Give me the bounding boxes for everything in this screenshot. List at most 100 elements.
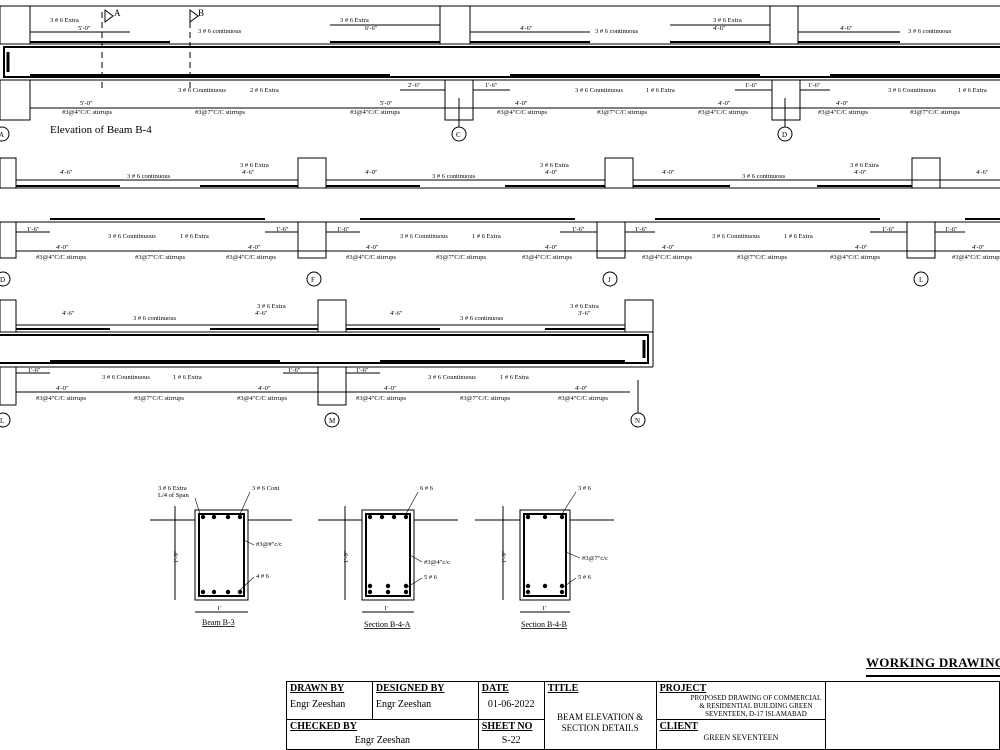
section-depth: 1'-9"	[173, 550, 180, 563]
dim-label: 4'-6"	[840, 25, 853, 32]
label-extra: 3 # 6 Extra	[540, 162, 569, 169]
label-extra: 3 # 6 Extra	[340, 17, 369, 24]
blank-cell	[825, 681, 1000, 750]
label-extra: 3 # 6 Extra	[240, 162, 269, 169]
section-b4b	[475, 506, 614, 613]
checked-by-value: Engr Zeeshan	[354, 735, 411, 746]
date-label: DATE	[481, 683, 509, 694]
section-beam-b3	[150, 506, 292, 613]
label-bottom-continuous: 3 # 6 Countinuous	[712, 233, 760, 240]
label-extra: 3 # 6 Extra	[850, 162, 879, 169]
dim-label: 4'-0"	[855, 244, 868, 251]
project-cell: PROJECT PROPOSED DRAWING OF COMMERCIAL &…	[655, 681, 827, 720]
date-value: 01-06-2022	[487, 699, 535, 710]
title-label: TITLE	[547, 683, 579, 694]
dim-label: 1'-6"	[635, 226, 648, 233]
label-one-extra: 1 # 6 Extra	[646, 87, 675, 94]
dim-label: 1'-6"	[276, 226, 289, 233]
section-stirrup-label: #3@4"c/c	[424, 559, 450, 566]
dim-label: 4'-0"	[365, 169, 378, 176]
label-extra: 3 # 6 Extra	[570, 303, 599, 310]
dim-label: 1'-6"	[485, 82, 498, 89]
section-mark-a: A	[114, 8, 121, 18]
dim-label: 1'-6"	[28, 367, 41, 374]
dim-label: 1'-6"	[745, 82, 758, 89]
title-block: DRAWN BY Engr Zeeshan DESIGNED BY Engr Z…	[286, 681, 1000, 750]
label-continuous: 3 # 6 continuous	[198, 28, 242, 35]
dim-label: 4'-6"	[713, 25, 726, 32]
dim-label: 4'-0"	[545, 244, 558, 251]
section-top-label: 6 # 6	[420, 485, 434, 492]
dim-label: 5'-0"	[78, 25, 91, 32]
dim-label: 4'-6"	[242, 169, 255, 176]
dim-label: 4'-6"	[976, 169, 989, 176]
section-width: 1'	[384, 605, 388, 612]
drawn-by-label: DRAWN BY	[290, 683, 345, 694]
support-label: J	[608, 276, 611, 284]
dim-label: 1'-6"	[945, 226, 958, 233]
label-continuous: 3 # 6 continuous	[127, 173, 171, 180]
label-one-extra: 1 # 6 Extra	[173, 374, 202, 381]
dim-label: 4'-0"	[662, 169, 675, 176]
section-bottom-label: 4 # 6	[256, 573, 270, 580]
label-stirrups-4: #3@4"C/C stirrups	[698, 109, 748, 116]
label-stirrups-4: #3@4"C/C stirrups	[818, 109, 868, 116]
label-stirrups-7: #3@7"C/C stirrups	[910, 109, 960, 116]
section-depth: 1'-9"	[501, 550, 508, 563]
dim-label: 4'-0"	[366, 244, 379, 251]
client-label: CLIENT	[659, 721, 698, 732]
checked-by-label: CHECKED BY	[290, 721, 357, 732]
support-label: A	[0, 131, 4, 139]
label-stirrups-7: #3@7"C/C stirrups	[460, 395, 510, 402]
dim-label: 1'-6"	[882, 226, 895, 233]
label-stirrups-4: #3@4"C/C stirrups	[226, 254, 276, 261]
dim-label: 4'-6"	[62, 310, 75, 317]
support-label: M	[329, 417, 336, 425]
date-cell: DATE 01-06-2022	[477, 681, 545, 720]
label-stirrups-7: #3@7"C/C stirrups	[737, 254, 787, 261]
support-label: F	[311, 276, 315, 284]
label-bottom-continuous: 3 # 6 Countinuous	[108, 233, 156, 240]
label-continuous: 3 # 6 continuous	[460, 315, 504, 322]
label-extra: 3 # 6 Extra	[713, 17, 742, 24]
dim-label: 5'-0"	[380, 100, 393, 107]
label-one-extra: 1 # 6 Extra	[180, 233, 209, 240]
designed-by-cell: DESIGNED BY Engr Zeeshan	[371, 681, 479, 720]
dim-label: 4'-0"	[836, 100, 849, 107]
label-stirrups-7: #3@7"C/C stirrups	[135, 254, 185, 261]
section-title: Section B-4-A	[364, 620, 411, 629]
dim-label: 2'-6"	[408, 82, 421, 89]
dim-label: 4'-6"	[390, 310, 403, 317]
dim-label: 4'-0"	[854, 169, 867, 176]
label-stirrups-4: #3@4"C/C stirrups	[350, 109, 400, 116]
working-drawing-stamp: WORKING DRAWING	[866, 655, 1000, 670]
label-stirrups-4: #3@4"C/C stirrups	[237, 395, 287, 402]
elevation-row-2	[0, 157, 1000, 287]
dim-label: 4'-0"	[972, 244, 985, 251]
designed-by-value: Engr Zeeshan	[375, 699, 432, 710]
label-extra: 3 # 6 Extra	[50, 17, 79, 24]
sheet-cell: SHEET NO S-22	[477, 719, 545, 750]
elevation-title: Elevation of Beam B-4	[50, 124, 152, 136]
label-stirrups-4: #3@4"C/C stirrups	[830, 254, 880, 261]
dim-label: 4'-0"	[545, 169, 558, 176]
label-continuous: 3 # 6 continuous	[595, 28, 639, 35]
client-cell: CLIENT GREEN SEVENTEEN	[655, 719, 827, 750]
label-stirrups-7: #3@7"C/C stirrups	[436, 254, 486, 261]
dim-label: 4'-0"	[575, 385, 588, 392]
section-title: Beam B-3	[202, 618, 235, 627]
section-extra-sub: L/4 of Span	[158, 492, 189, 499]
label-bottom-continuous: 3 # 6 Countinuous	[428, 374, 476, 381]
label-stirrups-4: #3@4"C/C stirrups	[36, 395, 86, 402]
project-label: PROJECT	[659, 683, 707, 694]
dim-label: 1'-6"	[356, 367, 369, 374]
section-title: Section B-4-B	[521, 620, 567, 629]
dim-label: 4'-0"	[258, 385, 271, 392]
label-bottom-continuous: 3 # 6 Countinuous	[575, 87, 623, 94]
sheet-label: SHEET NO	[481, 721, 533, 732]
label-bottom-continuous: 3 # 6 Countinuous	[400, 233, 448, 240]
dim-label: 1'-6"	[288, 367, 301, 374]
dim-label: 4'-0"	[384, 385, 397, 392]
elevation-row-1	[0, 5, 1000, 142]
label-bottom-continuous: 3 # 6 Countinuous	[102, 374, 150, 381]
